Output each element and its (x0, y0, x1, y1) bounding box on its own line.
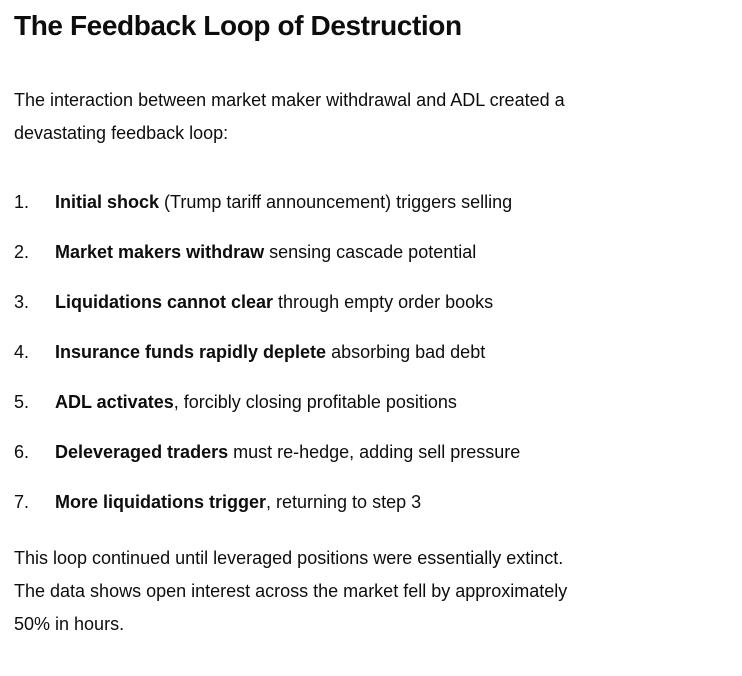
list-item: 3. Liquidations cannot clear through emp… (14, 286, 728, 319)
list-item-number: 4. (14, 342, 30, 362)
list-item-text: Insurance funds rapidly deplete absorbin… (55, 336, 485, 369)
list-item-lead: Insurance funds rapidly deplete (55, 342, 327, 362)
list-item: 4. Insurance funds rapidly deplete absor… (14, 336, 728, 369)
list-item-text: Liquidations cannot clear through empty … (55, 286, 493, 319)
intro-paragraph: The interaction between market maker wit… (14, 84, 728, 150)
intro-line: devastating feedback loop: (14, 123, 229, 143)
list-item-number: 7. (14, 492, 30, 512)
outro-line: The data shows open interest across the … (14, 581, 568, 601)
list-item-number: 2. (14, 242, 30, 262)
list-item-rest: absorbing bad debt (326, 342, 486, 362)
page-title: The Feedback Loop of Destruction (14, 10, 462, 41)
list-item: 2. Market makers withdraw sensing cascad… (14, 236, 728, 269)
outro-paragraph: This loop continued until leveraged posi… (14, 542, 728, 641)
list-item: 6. Deleveraged traders must re-hedge, ad… (14, 436, 728, 469)
list-item: 7. More liquidations trigger, returning … (14, 486, 728, 519)
list-item-lead: ADL activates (55, 392, 174, 412)
list-item: 5. ADL activates, forcibly closing profi… (14, 386, 728, 419)
list-item-number: 5. (14, 392, 30, 412)
outro-line: 50% in hours. (14, 614, 125, 634)
list-item-rest: must re-hedge, adding sell pressure (228, 442, 521, 462)
list-item-number: 1. (14, 192, 30, 212)
list-item-text: Initial shock (Trump tariff announcement… (55, 186, 512, 219)
list-item-rest: (Trump tariff announcement) triggers sel… (159, 192, 513, 212)
list-item-number: 3. (14, 292, 30, 312)
list-item-rest: , forcibly closing profitable positions (173, 392, 457, 412)
list-item-rest: through empty order books (273, 292, 494, 312)
feedback-loop-list: 1. Initial shock (Trump tariff announcem… (14, 186, 728, 519)
list-item-text: More liquidations trigger, returning to … (55, 486, 421, 519)
list-item-lead: Initial shock (55, 192, 160, 212)
list-item-rest: , returning to step 3 (266, 492, 422, 512)
list-item-lead: Liquidations cannot clear (55, 292, 274, 312)
list-item-text: ADL activates, forcibly closing profitab… (55, 386, 457, 419)
list-item-number: 6. (14, 442, 30, 462)
outro-line: This loop continued until leveraged posi… (14, 548, 564, 568)
list-item: 1. Initial shock (Trump tariff announcem… (14, 186, 728, 219)
list-item-lead: More liquidations trigger (55, 492, 267, 512)
document-body: The Feedback Loop of Destruction The int… (14, 8, 728, 641)
list-item-lead: Market makers withdraw (55, 242, 265, 262)
list-item-text: Deleveraged traders must re-hedge, addin… (55, 436, 520, 469)
list-item-text: Market makers withdraw sensing cascade p… (55, 236, 476, 269)
intro-line: The interaction between market maker wit… (14, 90, 565, 110)
list-item-lead: Deleveraged traders (55, 442, 229, 462)
list-item-rest: sensing cascade potential (264, 242, 477, 262)
